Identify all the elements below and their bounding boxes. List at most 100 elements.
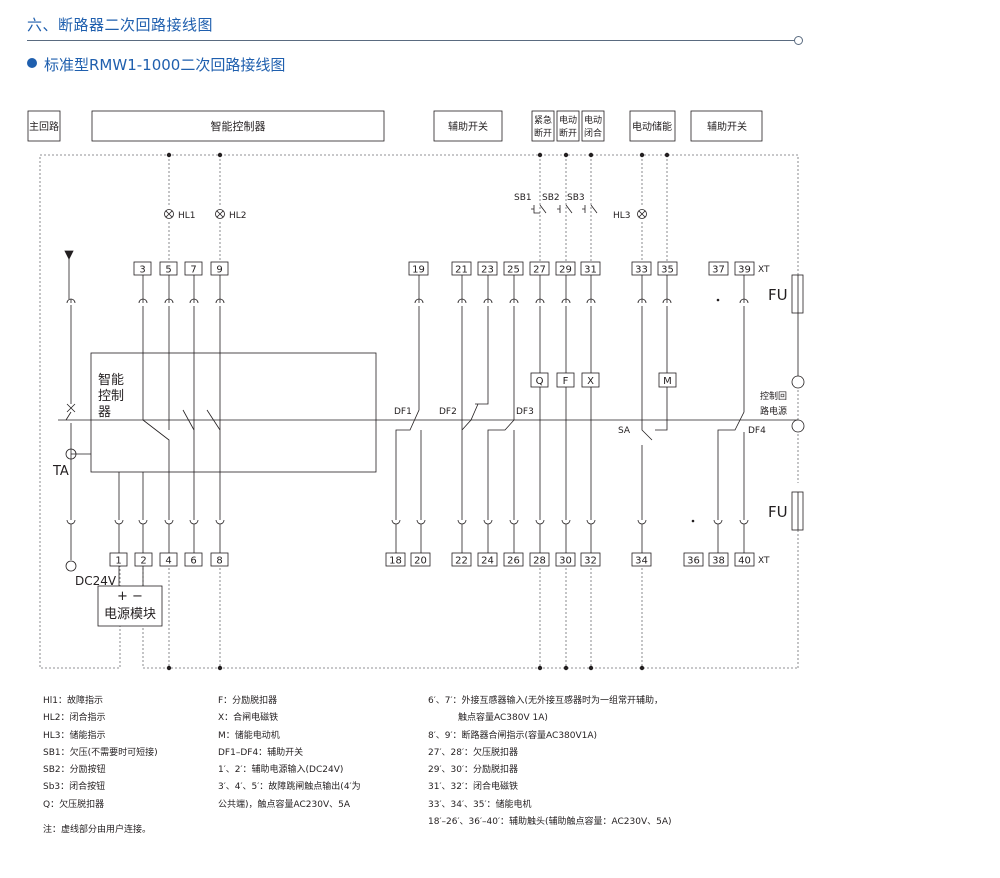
legend-item: 27′、28′：欠压脱扣器	[428, 747, 518, 758]
fuse-top	[791, 274, 804, 314]
xt-top-label: XT	[758, 265, 770, 275]
aux-switch-box-2	[690, 110, 763, 142]
legend-column-2: F：分励脱扣器 X：合闸电磁铁 M：储能电动机 DF1–DF4：辅助开关 1′、…	[218, 693, 361, 814]
svg-text:32: 32	[584, 556, 597, 567]
legend-item: 3′、4′、5′：故障跳闸触点输出(4′为	[218, 782, 361, 793]
svg-text:2: 2	[140, 556, 146, 567]
terminal-32: 32	[580, 552, 601, 567]
legend-item: HL2：闭合指示	[43, 713, 106, 724]
aux-switch-label-1: 辅助开关	[448, 120, 488, 133]
terminal-34: 34	[631, 552, 652, 567]
coil-x: X	[587, 376, 594, 387]
legend-column-3: 6′、7′：外接互感器输入(无外接互感器时为一组常开辅助， 触点容量AC380V…	[428, 693, 672, 831]
legend-item: DF1–DF4：辅助开关	[218, 747, 304, 758]
legend-item: 29′、30′：分励脱扣器	[428, 765, 518, 776]
terminal-27: 27	[529, 261, 550, 276]
terminal-9: 9	[210, 261, 229, 276]
terminal-2: 2	[134, 552, 153, 567]
subtitle: 标准型RMW1-1000二次回路接线图	[44, 56, 286, 74]
df4-label: DF4	[748, 426, 766, 436]
legend-item: Hl1：故障指示	[43, 696, 103, 706]
sa-label: SA	[618, 426, 631, 436]
terminal-39: 39	[734, 261, 755, 276]
controller-label-3: 器	[98, 405, 111, 420]
controller-label-1: 智能	[98, 373, 124, 388]
motor-storage-label: 电动储能	[632, 120, 672, 133]
fu-top-label: FU	[768, 286, 788, 304]
terminal-22: 22	[451, 552, 472, 567]
main-circuit-box	[27, 110, 61, 142]
terminal-23: 23	[477, 261, 498, 276]
legend-item: 18′–26′、36′–40′：辅助触头(辅助触点容量：AC230V、5A)	[428, 817, 672, 828]
coil-m: M	[663, 376, 672, 387]
controller-box	[90, 352, 377, 473]
legend-column-1: Hl1：故障指示 HL2：闭合指示 HL3：储能指示 SB1：欠压(不需要时可短…	[43, 693, 158, 814]
terminal-29: 29	[555, 261, 576, 276]
aux-switch-label-2: 辅助开关	[707, 120, 747, 133]
fu-bottom-label: FU	[768, 503, 788, 521]
power-module-polarity: + −	[117, 589, 143, 604]
svg-text:35: 35	[661, 265, 674, 276]
svg-text:22: 22	[455, 556, 468, 567]
terminal-20: 20	[410, 552, 431, 567]
controller-label-2: 控制	[98, 389, 124, 404]
svg-text:1: 1	[115, 556, 121, 567]
legend-item: 8′、9′：断路器合闸指示(容量AC380V1A)	[428, 730, 598, 741]
svg-text:23: 23	[481, 265, 494, 276]
terminal-40: 40	[734, 552, 755, 567]
terminal-21: 21	[451, 261, 472, 276]
legend-item: 6′、7′：外接互感器输入(无外接互感器时为一组常开辅助，	[428, 696, 664, 706]
terminal-26: 26	[503, 552, 524, 567]
df1-label: DF1	[394, 407, 412, 417]
fuses-and-supply	[791, 274, 805, 531]
terminal-37: 37	[708, 261, 729, 276]
df2-label: DF2	[439, 407, 457, 417]
top-header-boxes	[27, 110, 763, 142]
terminal-36: 36	[683, 552, 704, 567]
top-terminals: 3 5 7 9 19 21 23 25 27 29 31 33 35 37 39	[133, 261, 755, 276]
svg-text:27: 27	[533, 265, 546, 276]
sb2-label: SB2	[542, 193, 560, 203]
terminal-1: 1	[109, 552, 128, 567]
legend-item: 公共端)，触点容量AC230V、5A	[218, 799, 351, 810]
emergency-open-label-1: 紧急	[534, 114, 552, 126]
motor-open-label-1: 电动	[559, 114, 577, 126]
svg-text:39: 39	[738, 265, 751, 276]
hl1-label: HL1	[178, 211, 196, 221]
terminal-6: 6	[184, 552, 203, 567]
svg-text:38: 38	[712, 556, 725, 567]
footnote: 注：虚线部分由用户连接。	[43, 825, 152, 835]
terminal-18: 18	[385, 552, 406, 567]
hl3-label: HL3	[613, 211, 631, 221]
section-title: 六、断路器二次回路接线图	[27, 16, 214, 34]
indicator-lamps	[164, 209, 647, 219]
terminal-33: 33	[631, 261, 652, 276]
motor-close-label-2: 闭合	[584, 127, 602, 139]
svg-text:25: 25	[507, 265, 520, 276]
ta-label: TA	[52, 464, 69, 479]
legend-item: F：分励脱扣器	[218, 696, 278, 706]
terminal-3: 3	[133, 261, 152, 276]
legend-item: SB2：分励按钮	[43, 765, 106, 776]
sb3-label: SB3	[567, 193, 585, 203]
svg-text:9: 9	[216, 265, 222, 276]
terminal-28: 28	[529, 552, 550, 567]
emergency-open-label-2: 断开	[534, 127, 552, 139]
legend-item: 1′、2′：辅助电源输入(DC24V)	[218, 765, 344, 776]
svg-text:40: 40	[738, 556, 751, 567]
svg-text:26: 26	[507, 556, 520, 567]
push-buttons	[531, 204, 598, 214]
emergency-open-box	[531, 110, 555, 142]
motor-close-box	[581, 110, 605, 142]
junction-dots	[166, 152, 670, 671]
svg-text:31: 31	[584, 265, 597, 276]
smart-controller-label: 智能控制器	[211, 119, 266, 133]
svg-text:36: 36	[687, 556, 700, 567]
dc24v-label: DC24V	[75, 574, 117, 588]
terminal-25: 25	[503, 261, 524, 276]
main-circuit-wiring	[58, 250, 798, 572]
svg-text:33: 33	[635, 265, 648, 276]
xt-bottom-label: XT	[758, 556, 770, 566]
svg-text:37: 37	[712, 265, 725, 276]
terminal-19: 19	[408, 261, 429, 276]
